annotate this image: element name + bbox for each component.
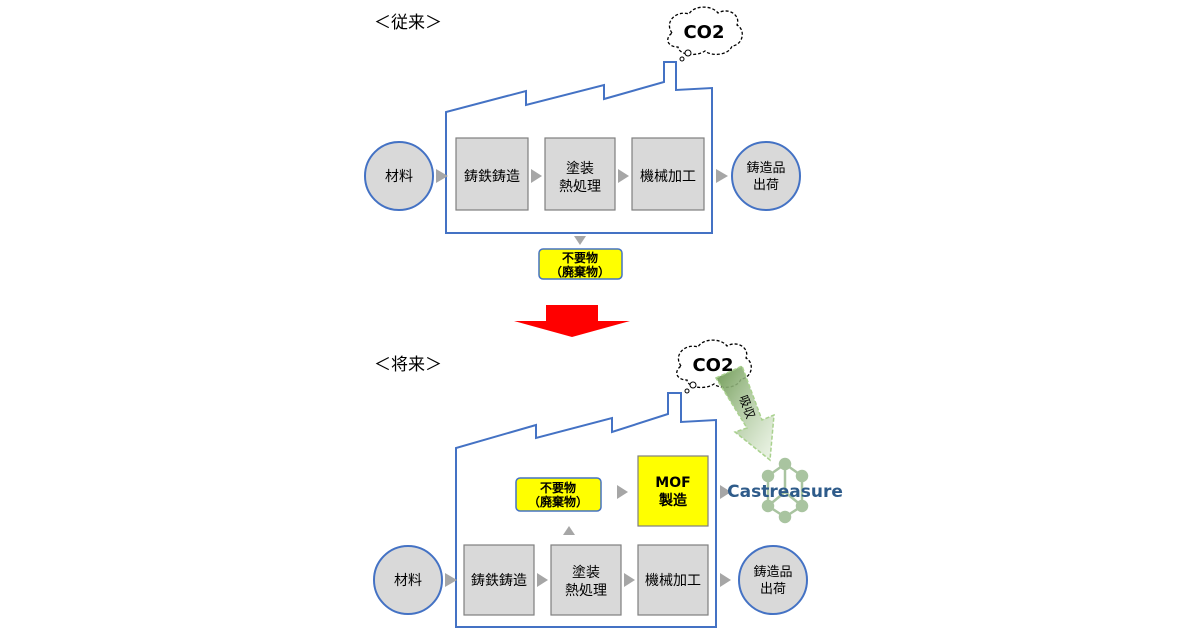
- mof-line1: MOF: [655, 475, 690, 491]
- future-waste-line1: 不要物: [540, 480, 576, 495]
- past-step-coating-line2: 熱処理: [559, 179, 601, 195]
- future-arrow-output: [720, 573, 731, 587]
- future-step-casting-label: 鋳鉄鋳造: [471, 572, 527, 589]
- absorb-arrow: 吸収: [714, 364, 775, 462]
- past-step-coating: 塗装 熱処理: [544, 137, 616, 211]
- past-waste-line1: 不要物: [562, 250, 598, 265]
- past-arrow-input: [436, 169, 448, 183]
- past-step-machining-label: 機械加工: [640, 169, 696, 185]
- past-arrow-2: [618, 169, 629, 183]
- future-step-coating-line2: 熱処理: [565, 583, 607, 599]
- future-arrow-to-mof: [617, 485, 628, 499]
- past-arrow-waste: [574, 236, 586, 245]
- past-input-label: 材料: [385, 169, 413, 185]
- past-step-casting-label: 鋳鉄鋳造: [464, 168, 520, 185]
- future-arrow-to-brand: [720, 485, 731, 499]
- future-factory-outline: [455, 392, 717, 628]
- past-section: ＜従来＞ CO2 材料 鋳鉄鋳造 塗装 熱処理 機械: [364, 6, 801, 280]
- transition-arrow: [514, 305, 630, 337]
- future-waste-line2: （廃棄物）: [528, 494, 588, 509]
- past-waste-box: 不要物 （廃棄物）: [538, 248, 623, 280]
- future-output-line1: 鋳造品: [753, 564, 792, 580]
- future-heading: ＜将来＞: [374, 355, 442, 375]
- past-arrow-output: [716, 169, 728, 183]
- past-output-line2: 出荷: [753, 178, 779, 193]
- past-heading: ＜従来＞: [374, 13, 442, 33]
- future-arrow-2: [624, 573, 635, 587]
- past-output-line1: 鋳造品: [746, 160, 785, 176]
- future-waste-box: 不要物 （廃棄物）: [515, 477, 602, 512]
- future-step-machining: 機械加工: [637, 544, 709, 616]
- mof-box: MOF 製造: [637, 455, 709, 527]
- mof-line2: 製造: [658, 492, 687, 509]
- past-step-casting: 鋳鉄鋳造: [455, 137, 529, 211]
- future-output-line2: 出荷: [760, 582, 786, 597]
- future-step-coating: 塗装 熱処理: [550, 544, 622, 616]
- past-output-node: 鋳造品 出荷: [731, 141, 801, 211]
- past-input-node: 材料: [364, 141, 434, 211]
- future-co2-label: CO2: [692, 355, 733, 376]
- future-input-label: 材料: [394, 573, 422, 589]
- future-input-node: 材料: [373, 545, 443, 615]
- past-co2-label: CO2: [683, 22, 724, 43]
- castreasure-logo: [761, 457, 809, 524]
- past-step-machining: 機械加工: [631, 137, 705, 211]
- future-step-coating-line1: 塗装: [572, 564, 600, 581]
- past-co2-cloud: CO2: [667, 6, 743, 62]
- future-arrow-waste-up: [563, 526, 575, 535]
- future-step-casting: 鋳鉄鋳造: [463, 544, 535, 616]
- past-factory-outline: [445, 61, 713, 234]
- future-output-node: 鋳造品 出荷: [738, 545, 808, 615]
- future-arrow-input: [445, 573, 457, 587]
- future-arrow-1: [537, 573, 548, 587]
- past-arrow-1: [531, 169, 542, 183]
- past-waste-line2: （廃棄物）: [550, 264, 610, 279]
- future-step-machining-label: 機械加工: [645, 573, 701, 589]
- castreasure-label: Castreasure: [727, 482, 843, 502]
- future-section: ＜将来＞ CO2 吸収 不要物 （廃棄物） MOF 製造: [373, 339, 843, 628]
- past-step-coating-line1: 塗装: [566, 160, 594, 177]
